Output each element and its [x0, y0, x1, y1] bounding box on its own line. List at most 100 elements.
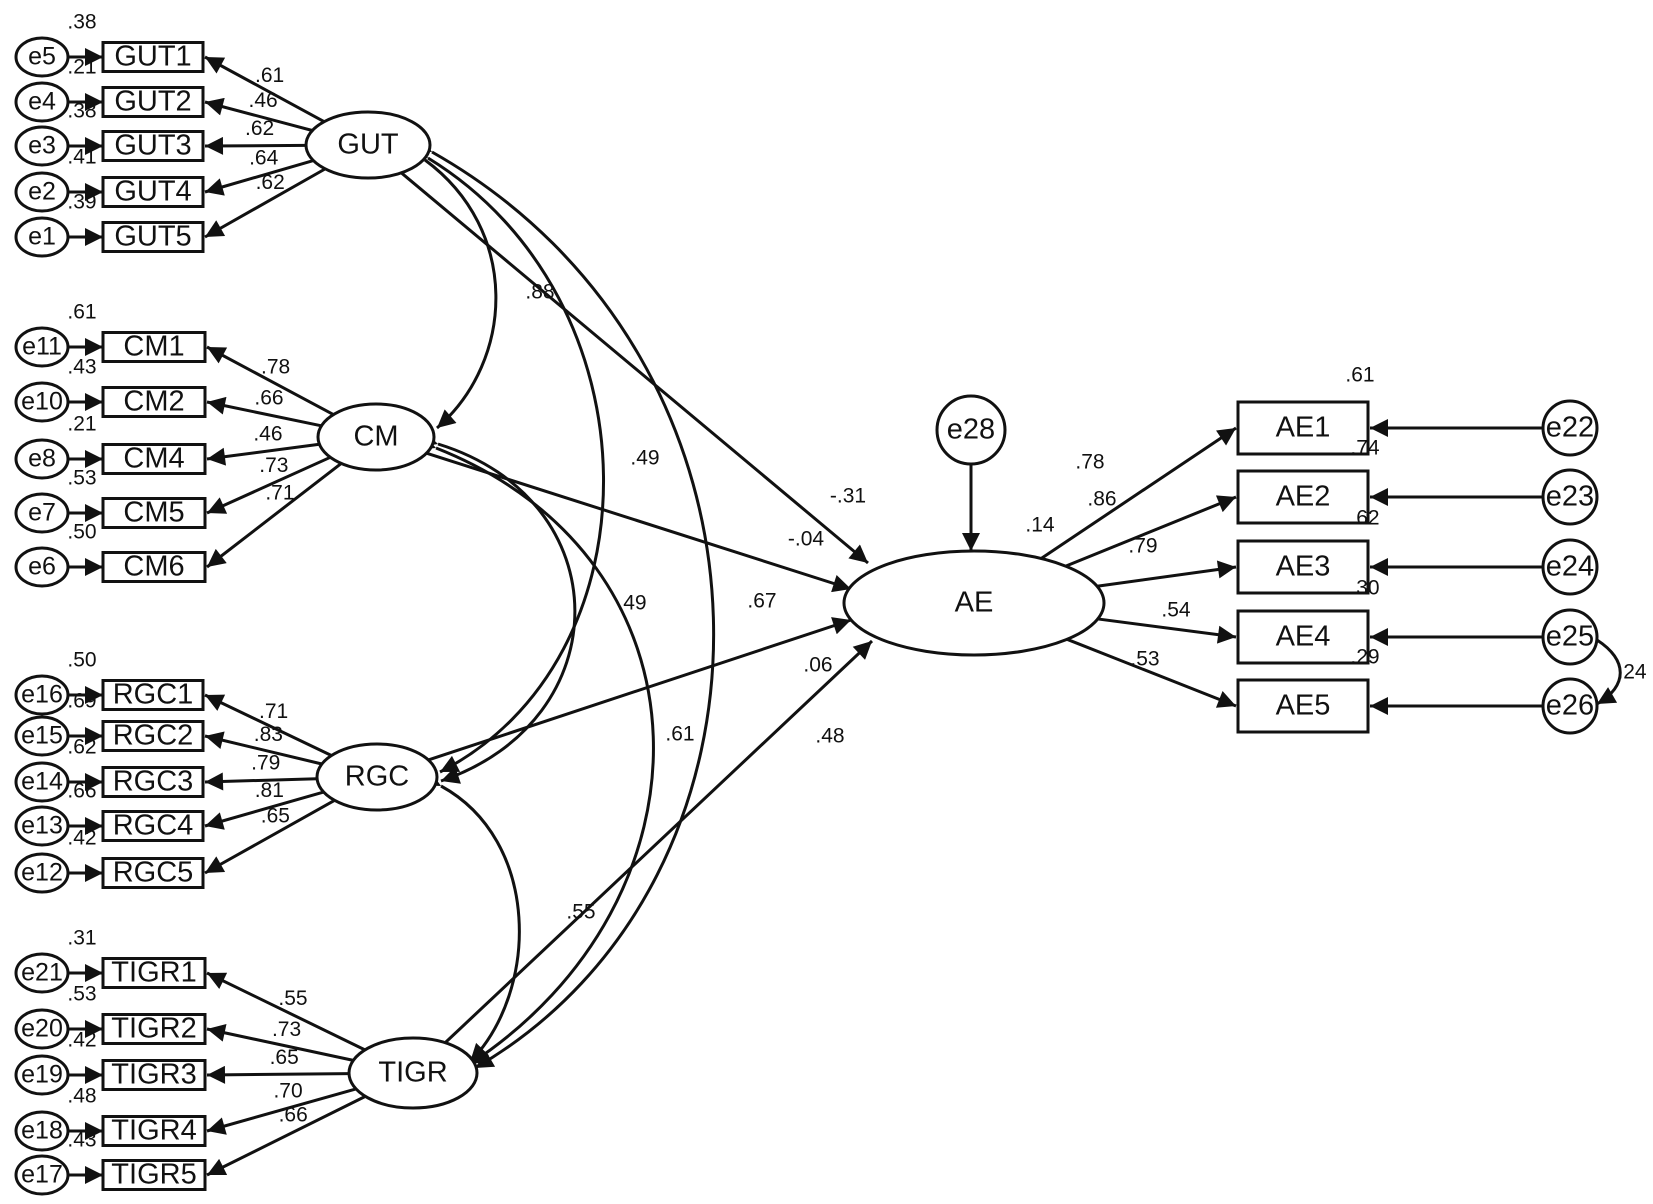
r2-label-gut4: .41	[67, 146, 96, 169]
error-label-e24: e24	[1546, 551, 1594, 583]
r2-label-cm4: .21	[67, 413, 96, 436]
error-label-e5: e5	[28, 43, 56, 71]
r2-label-ae3: .62	[1350, 507, 1379, 530]
loading-arrow-gut2	[204, 97, 313, 132]
r2-label-cm5: .53	[67, 467, 96, 490]
correlation-gut-tigr	[411, 135, 716, 1070]
loading-label-gut1: .61	[255, 64, 284, 87]
indicator-gut1	[101, 41, 205, 73]
loading-label-cm2: .66	[254, 387, 283, 410]
loading-arrow-cm1	[206, 345, 335, 416]
loading-label-cm5: .73	[259, 454, 288, 477]
r2-label-ae2: .74	[1350, 437, 1380, 460]
correlation-label-cm-rgc: .49	[617, 592, 646, 615]
latent-cm	[316, 402, 436, 472]
indicator-tigr3	[101, 1059, 207, 1091]
r2-label-rgc2: .69	[67, 690, 96, 713]
loading-arrow-rgc1	[204, 693, 333, 757]
loading-label-gut5: .62	[256, 171, 285, 194]
r2-label-tigr5: .43	[67, 1129, 96, 1152]
error-term-e21	[14, 952, 70, 994]
error-label-e13: e13	[21, 812, 63, 840]
indicator-label-rgc2: RGC2	[113, 720, 194, 752]
r2-label-tigr3: .42	[67, 1029, 96, 1052]
r2-label-cm2: .43	[67, 356, 96, 379]
latent-rgc	[315, 742, 439, 812]
error-term-e10	[14, 381, 70, 423]
r2-label-rgc5: .42	[67, 827, 96, 850]
indicator-rgc5	[101, 857, 205, 889]
path-label-gut-ae: -.31	[830, 485, 866, 508]
loading-label-ae5: .53	[1130, 648, 1159, 671]
indicator-rgc1	[101, 679, 205, 711]
indicator-gut3	[101, 130, 205, 162]
loading-arrow-gut3	[204, 136, 307, 155]
error-term-e3	[14, 125, 70, 167]
indicator-rgc2	[101, 720, 205, 752]
loading-arrow-rgc5	[204, 799, 336, 875]
indicator-label-tigr5: TIGR5	[111, 1159, 196, 1191]
r2-label-ae4: .30	[1350, 577, 1379, 600]
indicator-label-ae3: AE3	[1276, 551, 1331, 583]
error-label-e3: e3	[28, 132, 56, 160]
loading-label-cm1: .78	[261, 356, 290, 379]
indicator-label-tigr3: TIGR3	[111, 1059, 196, 1091]
indicator-tigr5	[101, 1159, 207, 1191]
loading-arrow-gut4	[204, 159, 314, 196]
r2-label-ae1: .61	[1345, 364, 1374, 387]
loading-label-rgc5: .65	[261, 805, 290, 828]
error-label-e8: e8	[28, 445, 56, 473]
error-label-e4: e4	[28, 88, 56, 116]
loading-arrow-tigr1	[206, 971, 366, 1052]
indicator-gut4	[101, 176, 205, 208]
correlation-label-rgc-tigr: .55	[566, 901, 595, 924]
indicator-tigr1	[101, 957, 207, 989]
loading-arrow-ae4	[1097, 617, 1237, 644]
indicator-cm6	[101, 551, 207, 583]
indicator-cm2	[101, 386, 207, 418]
error-label-e23: e23	[1546, 481, 1594, 513]
error-term-e11	[14, 326, 70, 368]
disturbance-label-e28: e28	[947, 414, 995, 446]
loading-arrow-cm4	[206, 442, 320, 466]
indicator-label-gut2: GUT2	[114, 86, 191, 118]
disturbance-e28	[935, 394, 1007, 466]
indicator-label-ae4: AE4	[1276, 621, 1331, 653]
indicator-label-cm5: CM5	[123, 497, 184, 529]
loading-arrow-rgc2	[204, 731, 323, 766]
loading-label-gut3: .62	[245, 117, 274, 140]
latent-label-rgc: RGC	[345, 761, 409, 793]
r2-label-cm1: .61	[67, 301, 96, 324]
loading-label-cm4: .46	[253, 422, 282, 445]
error-label-e25: e25	[1546, 621, 1594, 653]
path-label-tigr-ae: .48	[815, 725, 844, 748]
latent-label-cm: CM	[353, 421, 398, 453]
loading-label-cm6: .71	[265, 482, 294, 505]
loading-arrow-tigr3	[206, 1065, 350, 1084]
indicator-cm5	[101, 497, 207, 529]
error-label-e20: e20	[21, 1015, 63, 1043]
error-label-e26: e26	[1546, 690, 1594, 722]
error-term-e14	[14, 761, 70, 803]
error-term-e15	[14, 715, 70, 757]
r2-label-tigr1: .31	[67, 927, 96, 950]
latent-ae	[842, 549, 1106, 657]
r2-label-rgc1: .50	[67, 649, 96, 672]
error-term-e19	[14, 1054, 70, 1096]
indicator-ae5	[1236, 678, 1370, 734]
loading-label-rgc1: .71	[259, 700, 288, 723]
loading-label-tigr3: .65	[270, 1046, 299, 1069]
loading-arrow-tigr5	[206, 1095, 367, 1177]
error-label-e1: e1	[28, 223, 56, 251]
loading-arrow-gut5	[204, 167, 326, 239]
error-term-e4	[14, 81, 70, 123]
error-label-e19: e19	[21, 1061, 63, 1089]
indicator-label-ae5: AE5	[1276, 690, 1331, 722]
latent-label-gut: GUT	[337, 129, 399, 161]
indicator-label-gut4: GUT4	[114, 176, 191, 208]
correlation-label-gut-rgc: .49	[630, 447, 659, 470]
error-label-e2: e2	[28, 178, 56, 206]
loading-label-gut2: .46	[249, 89, 278, 112]
indicator-label-ae1: AE1	[1276, 412, 1331, 444]
path-label-rgc-ae: .06	[803, 654, 832, 677]
